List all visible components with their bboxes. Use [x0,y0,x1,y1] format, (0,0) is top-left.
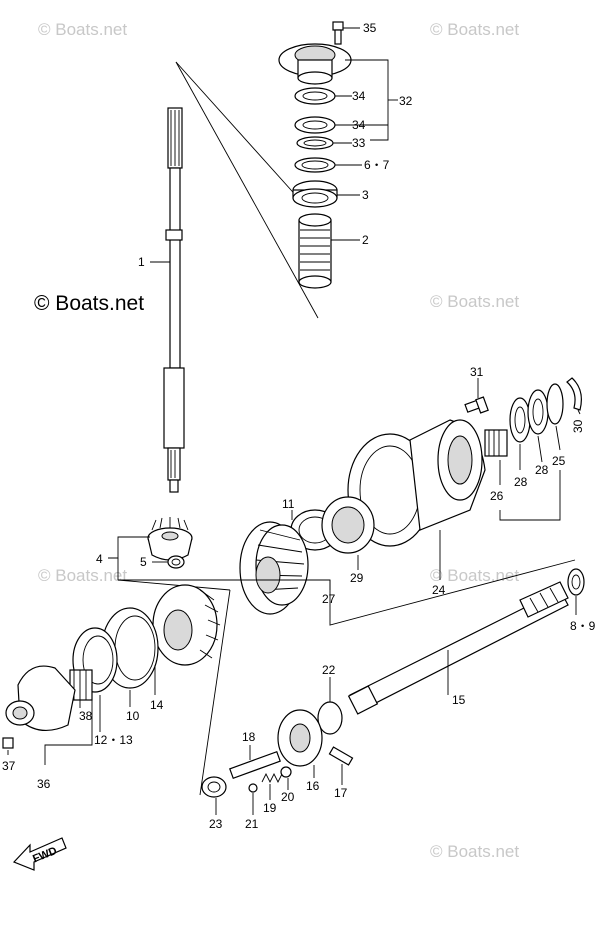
label-part-17: 17 [334,786,348,800]
spring-part-23[interactable] [201,776,227,798]
drive-shaft-part-1[interactable] [163,107,185,493]
watermark-top-left: © Boats.net [38,20,128,39]
bearing-part-29[interactable] [321,496,375,554]
label-part-33: 33 [352,136,366,150]
o-ring-part-33[interactable] [296,136,334,150]
label-part-10: 10 [126,709,140,723]
label-part-8-9: 8・9 [570,619,596,633]
bolt-part-31[interactable] [464,396,489,414]
housing-part-32[interactable] [278,43,352,85]
label-part-22: 22 [322,663,336,677]
label-part-1: 1 [138,255,145,269]
nut-part-5[interactable] [167,555,185,569]
label-part-18: 18 [242,730,256,744]
watermark-lower-left: © Boats.net [38,566,128,585]
label-part-29: 29 [350,571,364,585]
watermark-top-right: © Boats.net [430,20,520,39]
label-part-35: 35 [363,21,377,35]
pin-part-37[interactable] [2,737,14,749]
label-part-25: 25 [552,454,566,468]
forward-direction-arrow [12,837,67,871]
seal-part-34-upper[interactable] [294,87,336,105]
reverse-gear-part-27[interactable] [239,521,309,615]
watermark-lower-right: © Boats.net [430,566,520,585]
seal-part-28-right[interactable] [527,389,549,435]
watermark-mid-right: © Boats.net [430,292,520,311]
label-part-28-right: 28 [535,463,549,477]
snap-ring-part-30[interactable] [566,377,582,411]
watermark-strong: © Boats.net [34,292,145,315]
label-part-20: 20 [281,790,295,804]
label-part-12-13: 12・13 [94,733,133,747]
label-part-5: 5 [140,555,147,569]
label-part-28-left: 28 [514,475,528,489]
forward-gear-part-14[interactable] [152,584,221,666]
label-part-4: 4 [96,552,103,566]
propeller-shaft-part-15[interactable] [347,581,569,715]
label-part-14: 14 [150,698,164,712]
label-part-6-7: 6・7 [364,158,390,172]
washer-part-8-9[interactable] [567,568,585,596]
label-part-38: 38 [79,709,93,723]
bearing-housing-part-36[interactable] [5,665,76,731]
label-part-34-upper: 34 [352,89,366,103]
seal-part-34-lower[interactable] [294,116,336,134]
bearing-part-26[interactable] [484,429,508,457]
bearing-part-3[interactable] [292,180,338,208]
shim-part-6-7[interactable] [294,157,336,173]
label-part-34-lower: 34 [352,118,366,132]
label-part-3: 3 [362,188,369,202]
fwd-label: FWD [31,845,59,866]
label-part-21: 21 [245,817,259,831]
ball-part-20[interactable] [280,766,292,778]
o-ring-part-25[interactable] [546,383,564,425]
label-part-36: 36 [37,777,51,791]
label-part-24: 24 [432,583,446,597]
label-part-16: 16 [306,779,320,793]
label-part-37: 37 [2,759,16,773]
label-part-2: 2 [362,233,369,247]
pinion-gear-part-4[interactable] [147,517,193,561]
label-part-23: 23 [209,817,223,831]
clutch-dog-part-16[interactable] [277,709,323,767]
ball-part-21[interactable] [248,783,258,793]
spring-part-19[interactable] [261,772,283,784]
bearing-part-2[interactable] [298,213,332,289]
label-part-31: 31 [470,365,484,379]
label-part-32: 32 [399,94,413,108]
bolt-part-35[interactable] [332,21,344,45]
seal-part-28-left[interactable] [509,397,531,443]
label-part-15: 15 [452,693,466,707]
pin-part-17[interactable] [328,746,354,766]
label-part-30: 30 [571,419,585,433]
ring-part-22[interactable] [317,701,343,735]
shift-plunger-part-18[interactable] [229,750,281,780]
label-part-26: 26 [490,489,504,503]
label-part-11: 11 [282,497,295,511]
label-part-27: 27 [322,592,336,606]
label-part-19: 19 [263,801,277,815]
watermark-bottom-right: © Boats.net [430,842,520,861]
